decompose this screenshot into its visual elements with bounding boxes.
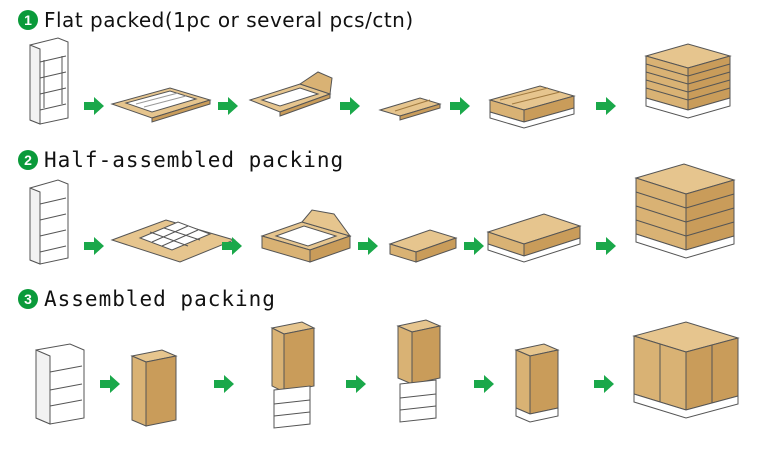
arrow-right-icon <box>450 97 470 115</box>
pallet-icon <box>488 85 576 129</box>
section-2-label: Half-assembled packing <box>44 148 345 172</box>
open-box-icon <box>110 219 236 263</box>
display-rack-icon <box>29 37 69 125</box>
arrow-right-icon <box>84 97 104 115</box>
row-1 <box>29 37 732 129</box>
arrow-right-icon <box>340 97 360 115</box>
arrow-right-icon <box>464 237 484 255</box>
section-1-label: Flat packed(1pc or several pcs/ctn) <box>44 8 414 32</box>
arrow-right-icon <box>218 97 238 115</box>
arrow-right-icon <box>214 375 234 393</box>
arrow-right-icon <box>84 237 104 255</box>
section-1-title: 1 Flat packed(1pc or several pcs/ctn) <box>18 8 414 32</box>
pallet-icon <box>644 43 732 119</box>
arrow-right-icon <box>358 237 378 255</box>
row-2 <box>29 163 736 265</box>
display-rack-icon <box>35 343 85 425</box>
pallet-icon <box>632 321 740 419</box>
step-3-badge: 3 <box>18 289 38 309</box>
open-box-icon <box>260 209 352 263</box>
row-3 <box>35 319 740 429</box>
arrow-right-icon <box>594 375 614 393</box>
pallet-icon <box>634 163 736 259</box>
section-3-title: 3 Assembled packing <box>18 287 276 311</box>
flat-box-icon <box>248 71 333 117</box>
step-2-badge: 2 <box>18 150 38 170</box>
pallet-icon <box>486 213 582 263</box>
arrow-right-icon <box>596 97 616 115</box>
arrow-right-icon <box>346 375 366 393</box>
arrow-right-icon <box>474 375 494 393</box>
step-1-badge: 1 <box>18 10 38 30</box>
flat-box-icon <box>110 87 212 123</box>
closed-box-icon <box>388 229 458 263</box>
display-rack-icon <box>29 179 69 265</box>
box-over-rack-icon <box>396 319 442 423</box>
box-over-rack-icon <box>270 321 316 429</box>
section-2-title: 2 Half-assembled packing <box>18 148 344 172</box>
tall-box-icon <box>130 349 178 427</box>
tall-box-icon <box>514 343 560 423</box>
arrow-right-icon <box>596 237 616 255</box>
flat-box-icon <box>378 97 442 121</box>
arrow-right-icon <box>100 375 120 393</box>
section-3-label: Assembled packing <box>44 287 276 311</box>
